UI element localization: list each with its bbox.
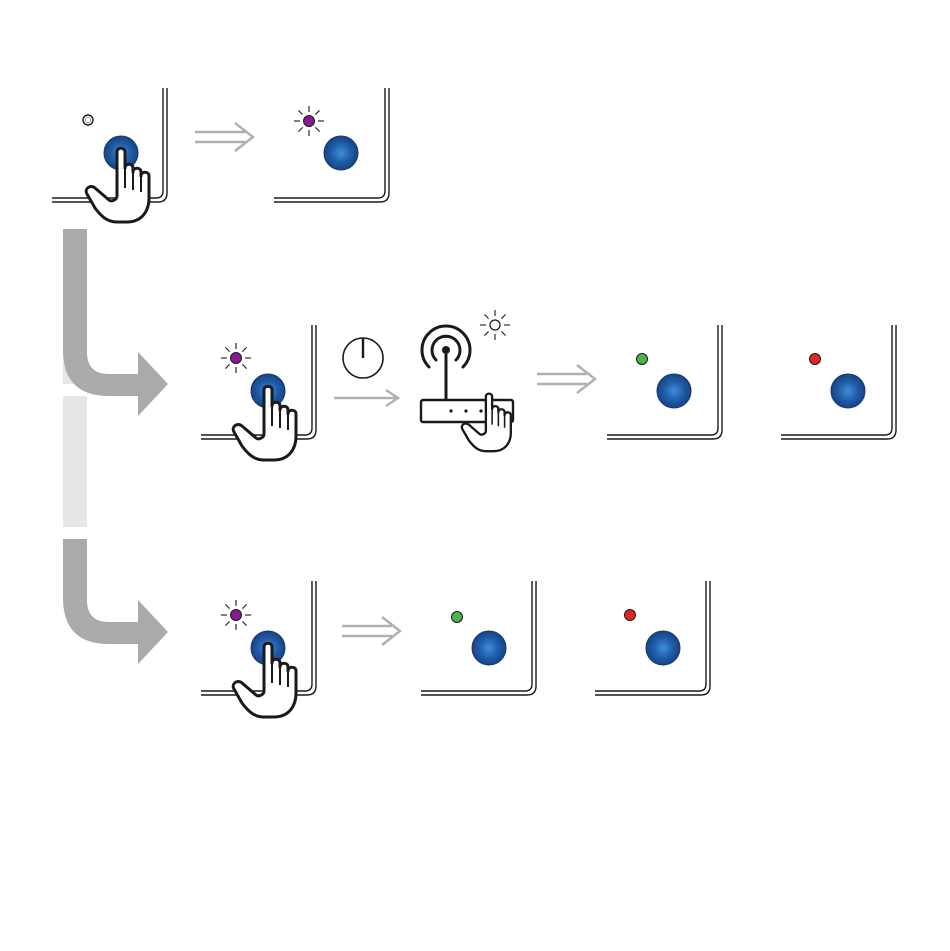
result-success <box>607 325 722 439</box>
status-led-failure <box>810 354 821 365</box>
router-led <box>490 320 500 330</box>
pair-button <box>657 374 691 408</box>
step-pairing-mode <box>274 88 389 202</box>
status-led-pairing <box>231 353 242 364</box>
pair-button <box>472 631 506 665</box>
step-press-button <box>52 88 167 222</box>
single-arrow-icon <box>334 390 398 406</box>
result-success <box>421 581 536 695</box>
step-router-wps <box>201 325 316 460</box>
pair-button <box>831 374 865 408</box>
router-icon <box>421 310 513 451</box>
status-led-pairing <box>304 116 315 127</box>
status-led-success <box>637 354 648 365</box>
double-arrow-icon <box>195 123 253 151</box>
double-arrow-icon <box>342 617 400 645</box>
status-led-off <box>83 115 93 125</box>
pair-button <box>324 136 358 170</box>
status-led-pairing <box>231 610 242 621</box>
flow-connector-faded <box>63 396 87 527</box>
status-led-success <box>452 612 463 623</box>
hand-pointer-icon <box>233 386 296 460</box>
flow-connector-upper <box>63 229 168 416</box>
stopwatch-icon <box>343 338 383 378</box>
pair-button <box>646 631 680 665</box>
flow-connector-lower <box>63 539 168 664</box>
double-arrow-icon <box>537 365 595 393</box>
hand-pointer-icon <box>233 643 296 717</box>
status-led-failure <box>625 610 636 621</box>
result-failure <box>781 325 896 439</box>
hand-pointer-icon <box>86 148 149 222</box>
result-failure <box>595 581 710 695</box>
step-direct-pairing <box>201 581 316 717</box>
